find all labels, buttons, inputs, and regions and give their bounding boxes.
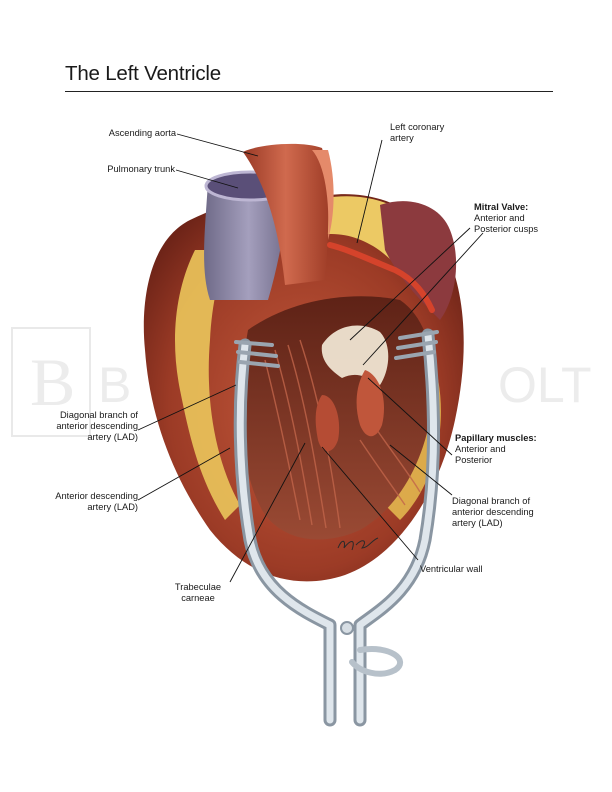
epicardial-fat-left [175,250,240,520]
mitral-valve-cusps [321,325,389,385]
label-anterior-descending-artery: Anterior descending artery (LAD) [55,491,138,512]
label-left-coronary-artery: Left coronary artery [390,122,445,143]
ascending-aorta-vessel [243,143,329,285]
retractor-pivot [340,621,354,635]
page-title: The Left Ventricle [65,62,221,85]
label-ascending-aorta: Ascending aorta [108,128,176,138]
watermark-logo-letter: B [30,344,75,420]
label-mitral-valve: Mitral Valve: Anterior and Posterior cus… [474,202,539,234]
leader-lines [137,133,484,583]
papillary-muscle-posterior [315,395,340,452]
left-coronary-artery-vessel [327,242,435,313]
label-pulmonary-trunk: Pulmonary trunk [107,164,175,174]
artist-signature [337,537,379,551]
watermark-left-text: B [98,357,131,413]
watermark-right-text: OLT [498,357,592,413]
left-atrial-appendage [380,201,457,320]
label-papillary-muscles: Papillary muscles: Anterior and Posterio… [455,433,537,465]
title-rule [65,91,553,92]
label-trabeculae-carneae: Trabeculae carneae [174,582,222,603]
label-ventricular-wall: Ventricular wall [420,564,483,574]
label-diagonal-branch-right: Diagonal branch of anterior descending a… [452,496,534,528]
label-diagonal-branch-left: Diagonal branch of anterior descending a… [56,410,138,442]
aortic-arch-wall [312,150,334,240]
surgical-retractor [233,328,441,727]
pulmonary-trunk-vessel [204,182,293,300]
watermark-logo-frame [11,327,91,437]
